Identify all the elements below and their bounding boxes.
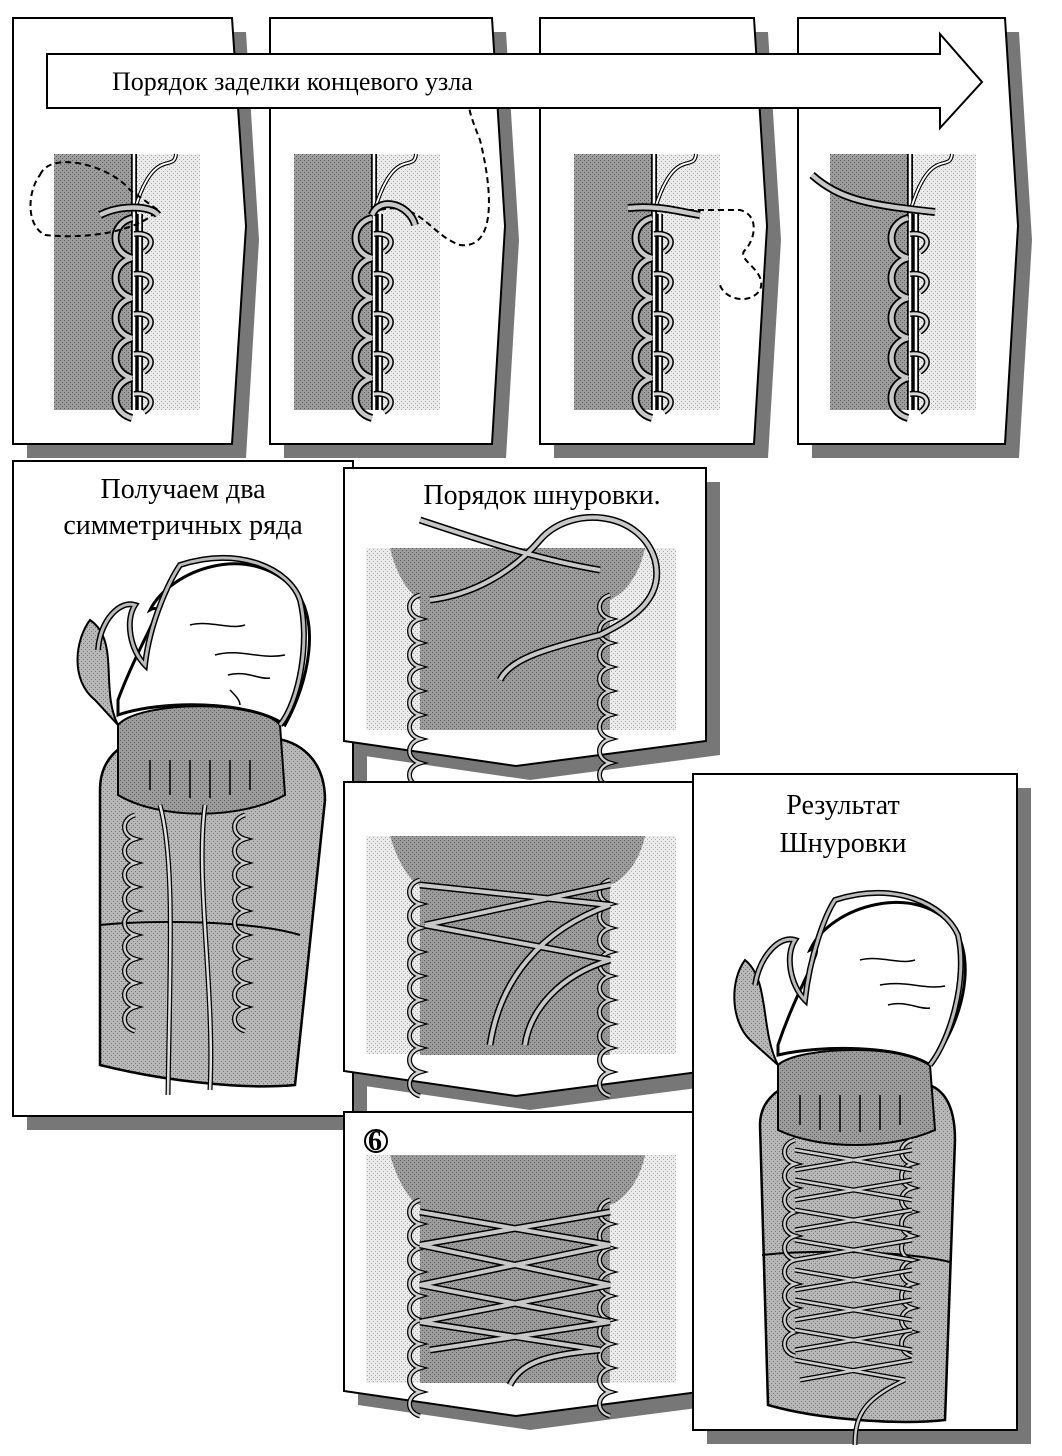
glove-illustration-open bbox=[76, 554, 327, 1096]
step-marker: 6 bbox=[368, 1126, 382, 1157]
panel-result-title-line1: Результат bbox=[786, 790, 899, 821]
step-panel-3 bbox=[539, 17, 781, 458]
panel-lacing-order: Порядок шнуровки. bbox=[343, 467, 720, 811]
panel-symmetric-rows: Получаем два симметричных ряда bbox=[12, 460, 367, 1130]
sequence-arrow: Порядок заделки концевого узла bbox=[46, 31, 984, 131]
arrow-title: Порядок заделки концевого узла bbox=[112, 67, 473, 96]
step-panel-1 bbox=[12, 17, 259, 458]
panel-left-title-line2: симметричных ряда bbox=[63, 510, 303, 541]
panel-lacing-result: Результат Шнуровки bbox=[692, 773, 1031, 1446]
step-panel-2 bbox=[269, 17, 519, 458]
panel-lacing-step bbox=[343, 781, 720, 1110]
glove-illustration-laced bbox=[733, 889, 967, 1446]
step-marker-ring bbox=[364, 1129, 388, 1153]
panel-result-title-line2: Шнуровки bbox=[779, 828, 906, 859]
panel-lacing-title: Порядок шнуровки. bbox=[423, 480, 660, 511]
panel-left-title-line1: Получаем два bbox=[100, 474, 266, 505]
panel-lacing-step-6: 6 bbox=[343, 1111, 720, 1430]
step-panel-4 bbox=[797, 17, 1032, 458]
